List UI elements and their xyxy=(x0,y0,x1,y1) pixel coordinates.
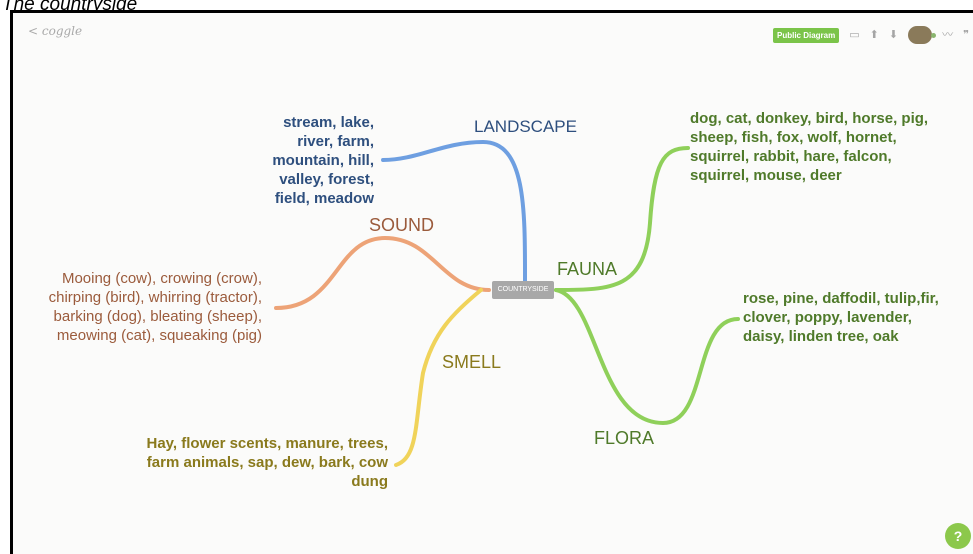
back-to-coggle-link[interactable]: < coggle xyxy=(28,24,83,38)
fauna-branch-line[interactable] xyxy=(554,146,690,292)
smell-branch-line[interactable] xyxy=(394,288,483,467)
branch-sound[interactable]: SOUND xyxy=(369,215,435,235)
branch-fauna[interactable]: FAUNA xyxy=(557,259,618,279)
branch-landscape[interactable]: LANDSCAPE xyxy=(474,117,577,136)
central-node[interactable]: COUNTRYSIDE xyxy=(492,281,554,299)
draw-icon[interactable]: 〰 xyxy=(942,28,954,41)
fauna-details[interactable]: dog, cat, donkey, bird, horse, pig, shee… xyxy=(690,110,929,184)
landscape-branch-line[interactable] xyxy=(381,139,528,292)
avatar[interactable] xyxy=(908,26,937,44)
landscape-details[interactable]: stream, lake, river, farm, mountain, hil… xyxy=(272,114,374,207)
download-icon[interactable]: ⬇ xyxy=(888,28,899,41)
branch-flora[interactable]: FLORA xyxy=(594,428,655,448)
quote-icon[interactable]: ❞ xyxy=(963,28,969,41)
help-button[interactable]: ? xyxy=(945,523,971,549)
mindmap-links xyxy=(274,139,740,467)
flora-branch-line[interactable] xyxy=(554,288,740,426)
sound-branch-line[interactable] xyxy=(274,235,491,310)
smell-details[interactable]: Hay, flower scents, manure, trees, farm … xyxy=(146,435,389,490)
sound-details[interactable]: Mooing (cow), crowing (crow), chirping (… xyxy=(48,270,262,344)
upload-icon[interactable]: ⬆ xyxy=(869,28,879,41)
present-icon[interactable]: ▭ xyxy=(849,28,860,41)
coggle-canvas[interactable]: < coggle Public Diagram ▭ ⬆ ⬇ 〰 ❞ COUNTR… xyxy=(10,10,973,554)
toolbar: Public Diagram ▭ ⬆ ⬇ 〰 ❞ xyxy=(772,26,969,44)
flora-details[interactable]: rose, pine, daffodil, tulip,fir, clover,… xyxy=(743,290,939,345)
public-diagram-button[interactable]: Public Diagram xyxy=(772,27,840,43)
branch-smell[interactable]: SMELL xyxy=(442,352,502,372)
